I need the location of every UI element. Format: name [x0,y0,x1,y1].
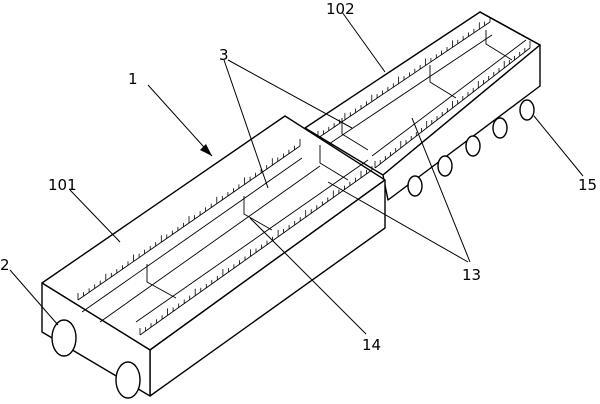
label-13: 13 [462,266,481,284]
long-rail-end-face [479,11,541,46]
label-15: 15 [578,176,597,194]
label-3: 3 [219,46,229,64]
rail-wheel-5 [519,99,535,121]
front-wheel-right [115,361,141,399]
front-wheel-left [51,319,77,357]
slider-b [243,196,273,231]
sleeve-scale-ticks [77,139,373,335]
label-102: 102 [326,0,355,18]
sleeve-box [41,115,386,397]
front-wheels [51,319,141,399]
rail-wheel-3 [465,135,481,157]
direction-arrow [147,84,213,157]
label-2: 2 [0,256,10,274]
reference-numerals: 1 2 3 13 14 15 101 102 [0,0,597,354]
long-rail [304,11,541,201]
long-rail-front-face [382,44,541,201]
rail-scale-ticks [317,18,531,168]
slider-c [319,145,349,181]
rail-wheel-1 [407,175,423,197]
leader-lines [9,11,584,335]
rail-wheels [407,99,535,197]
rail-wheel-2 [437,155,453,177]
label-1: 1 [128,70,138,88]
label-14: 14 [362,336,381,354]
label-101: 101 [48,176,77,194]
slider-a [146,264,177,299]
rail-wheel-4 [492,117,508,139]
